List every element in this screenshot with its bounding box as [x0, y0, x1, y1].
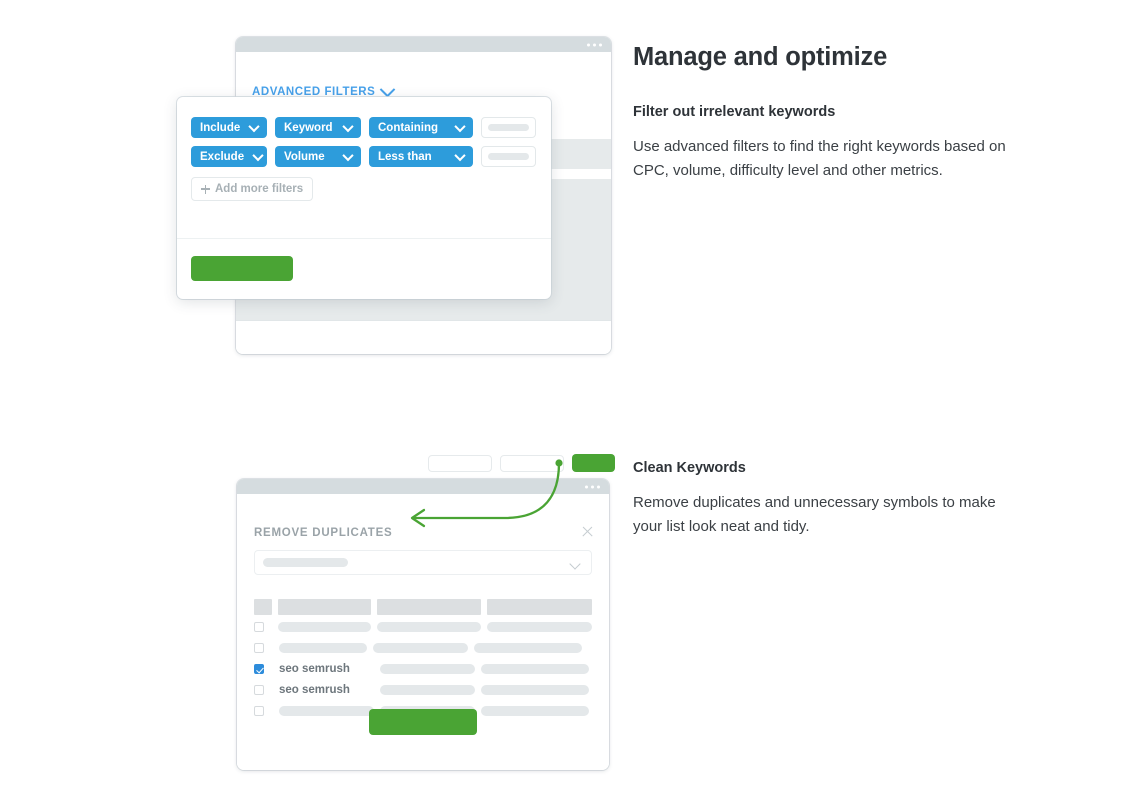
filter-operator-label: Include [200, 121, 241, 134]
chevron-down-icon [342, 120, 354, 132]
metric-skeleton [373, 643, 468, 653]
row-checkbox-cell [254, 622, 272, 632]
window-dots-icon [585, 485, 600, 488]
table-header-cell [254, 599, 273, 615]
close-icon[interactable] [581, 525, 594, 538]
metric-skeleton [380, 685, 475, 695]
input-placeholder-skeleton [488, 153, 529, 160]
window-title-bar [237, 479, 609, 494]
feature-description: Use advanced filters to find the right k… [633, 138, 1006, 179]
table-row: seo semrush [254, 660, 592, 678]
keyword-skeleton [278, 622, 371, 632]
window-title-bar [236, 37, 611, 52]
manage-and-optimize-section: ADVANCED FILTERS Include Keyword Conta [177, 37, 1025, 321]
advanced-filters-toggle[interactable]: ADVANCED FILTERS [252, 81, 396, 98]
metric-skeleton [481, 664, 589, 674]
keyword-text: seo semrush [279, 684, 350, 696]
metric-skeleton [380, 664, 475, 674]
chevron-down-icon [342, 149, 354, 161]
toolbar-input-two[interactable] [500, 454, 564, 472]
feature-subheading: Filter out irrelevant keywords [633, 104, 836, 120]
mock-app-body: REMOVE DUPLICATES [237, 494, 609, 770]
row-checkbox-cell [254, 643, 273, 653]
feature-subheading: Clean Keywords [633, 460, 746, 476]
row-checkbox-cell [254, 706, 273, 716]
toolbar-action-button[interactable] [572, 454, 615, 472]
metric-skeleton [481, 685, 589, 695]
filter-field-dropdown[interactable]: Volume [275, 146, 361, 167]
filter-field-label: Volume [284, 150, 325, 163]
chevron-down-icon [380, 81, 396, 97]
advanced-filters-popover: Include Keyword Containing Exclude [177, 97, 551, 299]
remove-duplicates-button[interactable] [369, 709, 477, 735]
metric-skeleton [474, 643, 582, 653]
feature-description: Remove duplicates and unnecessary symbol… [633, 494, 996, 535]
row-checkbox-cell [254, 664, 273, 674]
chevron-down-icon [569, 558, 581, 570]
table-row [254, 639, 592, 657]
dialog-title: REMOVE DUPLICATES [254, 527, 393, 539]
chevron-down-icon [454, 149, 466, 161]
chevron-down-icon [252, 149, 264, 161]
table-row [254, 618, 593, 636]
filter-condition-dropdown[interactable]: Containing [369, 117, 473, 138]
plus-icon [201, 184, 210, 194]
table-row: seo semrush [254, 681, 592, 699]
row-checkbox-cell [254, 685, 273, 695]
row-checkbox[interactable] [254, 685, 264, 695]
divider [236, 320, 611, 321]
chevron-down-icon [454, 120, 466, 132]
row-checkbox[interactable] [254, 643, 264, 653]
row-checkbox[interactable] [254, 622, 264, 632]
row-checkbox[interactable] [254, 706, 264, 716]
manage-optimize-copy: Manage and optimize Filter out irrelevan… [633, 42, 1025, 183]
filter-condition-label: Less than [378, 150, 432, 163]
filter-operator-dropdown[interactable]: Include [191, 117, 267, 138]
add-more-filters-button[interactable]: Add more filters [191, 177, 314, 201]
divider [177, 238, 551, 239]
add-more-filters-label: Add more filters [215, 183, 304, 195]
filter-operator-label: Exclude [200, 150, 245, 163]
table-header-row [254, 599, 593, 615]
filter-value-input[interactable] [481, 146, 536, 167]
toolbar-input-one[interactable] [428, 454, 492, 472]
filter-condition-label: Containing [378, 121, 439, 134]
filter-row: Include Keyword Containing [191, 117, 551, 138]
duplicates-table: seo semrush seo semrush [254, 599, 593, 720]
page-title: Manage and optimize [633, 43, 888, 71]
mock-toolbar [428, 454, 615, 472]
chevron-down-icon [248, 120, 260, 132]
input-placeholder-skeleton [488, 124, 529, 131]
apply-filters-button[interactable] [191, 256, 293, 281]
keyword-skeleton [279, 706, 374, 716]
remove-duplicates-mock-window: REMOVE DUPLICATES [237, 479, 609, 770]
metric-skeleton [481, 706, 589, 716]
table-header-cell [376, 599, 482, 615]
metric-skeleton [376, 622, 482, 632]
table-header-cell [278, 599, 371, 615]
dedupe-scope-select[interactable] [254, 550, 592, 575]
filter-value-input[interactable] [481, 117, 536, 138]
select-value-skeleton [263, 558, 348, 567]
filter-condition-dropdown[interactable]: Less than [369, 146, 473, 167]
table-header-cell [487, 599, 593, 615]
clean-keywords-copy: Clean Keywords Remove duplicates and unn… [633, 458, 1025, 539]
filter-row: Exclude Volume Less than [191, 146, 551, 167]
filter-field-label: Keyword [284, 121, 333, 134]
row-checkbox[interactable] [254, 664, 264, 674]
window-dots-icon [587, 43, 602, 46]
keyword-skeleton [279, 643, 367, 653]
filter-rows: Include Keyword Containing Exclude [177, 97, 551, 201]
advanced-filters-label: ADVANCED FILTERS [252, 86, 376, 98]
keyword-text: seo semrush [279, 663, 350, 675]
filter-operator-dropdown[interactable]: Exclude [191, 146, 267, 167]
filter-field-dropdown[interactable]: Keyword [275, 117, 361, 138]
metric-skeleton [487, 622, 593, 632]
